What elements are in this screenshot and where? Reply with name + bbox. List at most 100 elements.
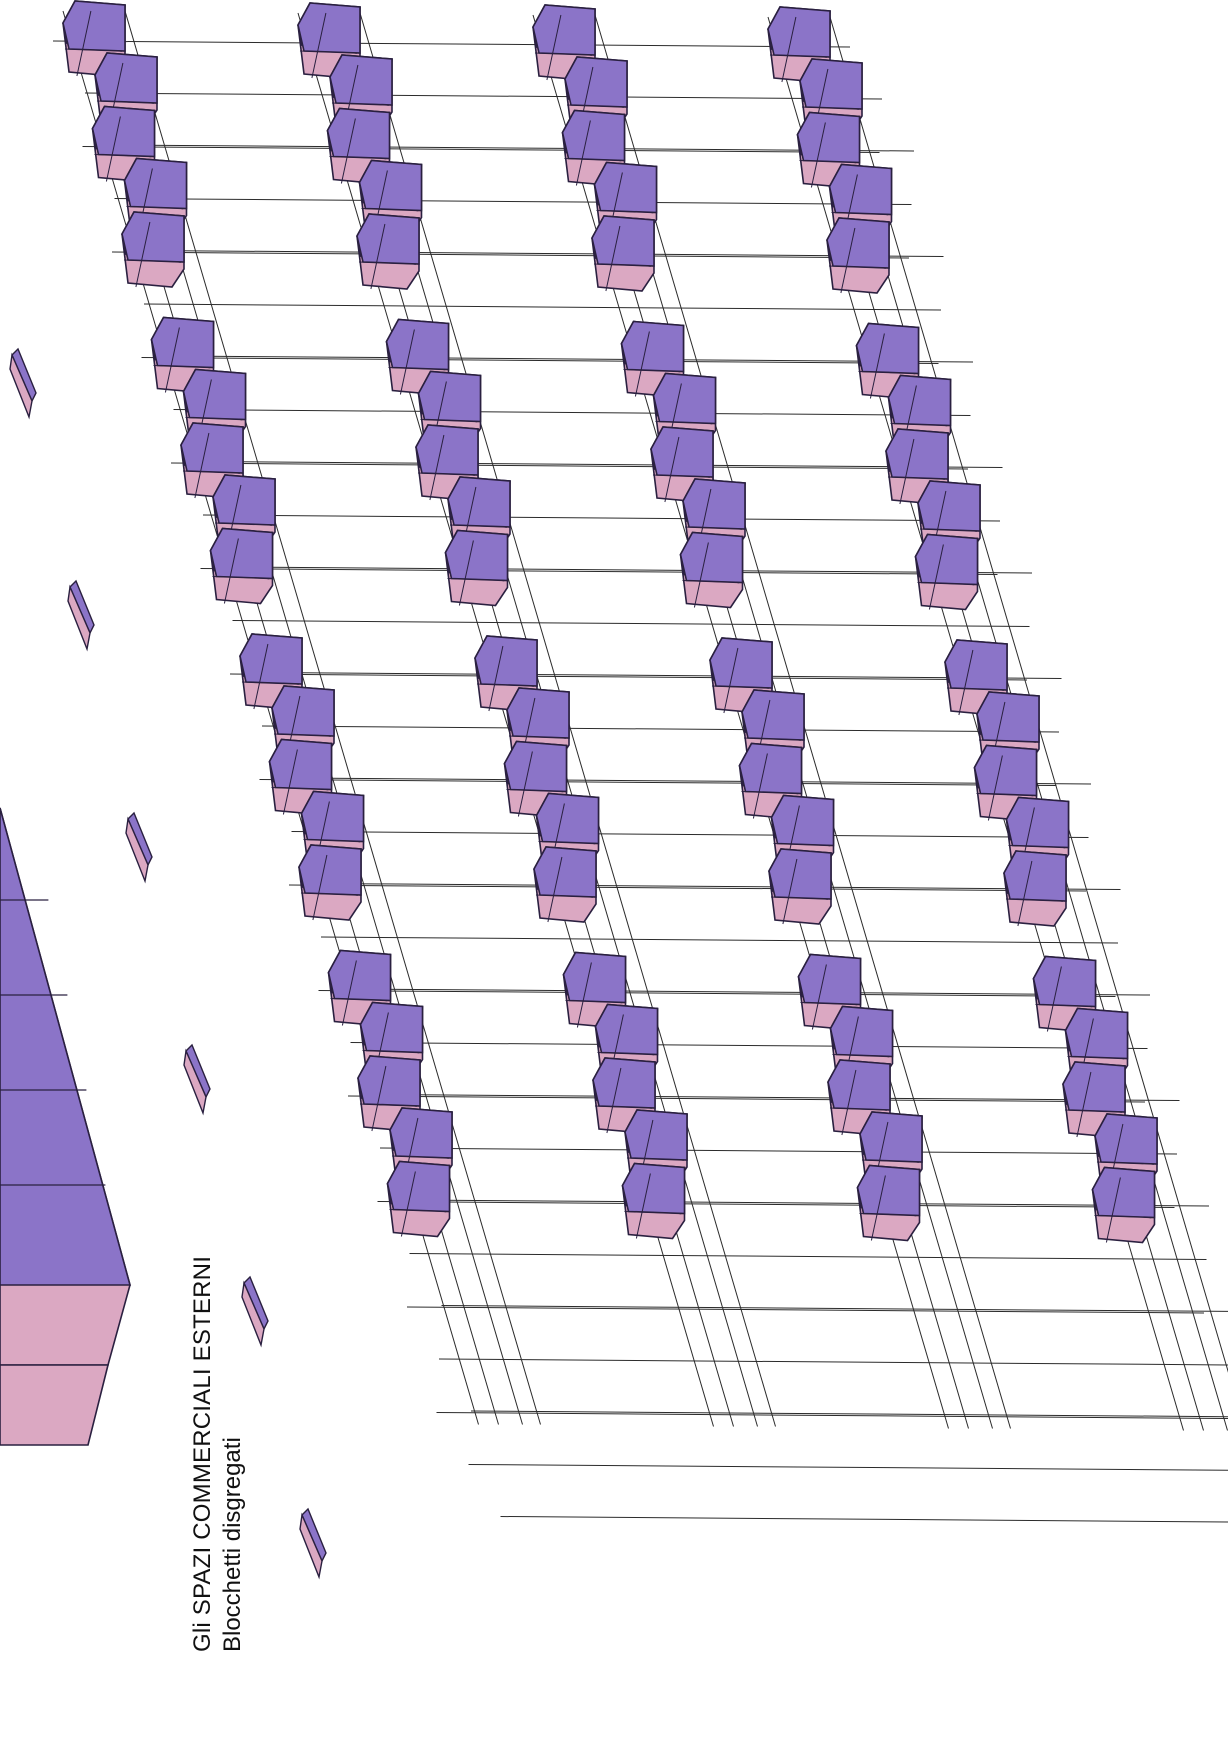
cube-upper-face <box>298 3 360 53</box>
cube-upper-face <box>889 376 951 426</box>
cube-upper-face <box>945 640 1007 690</box>
frame-rail <box>380 1148 1177 1154</box>
big-block-stack <box>0 808 130 1445</box>
frame-rail <box>439 1359 1228 1365</box>
isometric-cube-icon <box>623 1164 685 1239</box>
cube-upper-face <box>419 372 481 422</box>
cube-upper-face <box>1095 1114 1157 1164</box>
big-stack-icon <box>0 808 130 1445</box>
small-cube-icon <box>68 581 94 649</box>
small-cube-icon <box>10 349 36 417</box>
cube-upper-face <box>625 1110 687 1160</box>
cube-upper-face <box>361 1003 423 1053</box>
isometric-cube-icon <box>592 216 654 291</box>
cube-upper-face <box>1004 851 1066 901</box>
isometric-cube-icon <box>827 218 889 293</box>
small-cube-icon <box>126 813 152 881</box>
caption-subtitle: Blocchetti disgregati <box>218 1256 248 1652</box>
cube-upper-face <box>533 5 595 55</box>
cube-upper-face <box>977 692 1039 742</box>
cube-upper-face <box>830 165 892 215</box>
frame-rail <box>501 1517 1228 1523</box>
cube-upper-face <box>328 109 390 159</box>
cube-upper-face <box>302 792 364 842</box>
small-cube-icon <box>300 1509 326 1577</box>
cube-upper-face <box>623 1164 685 1214</box>
cube-upper-face <box>563 111 625 161</box>
cube-upper-face <box>475 636 537 686</box>
big-stack-base <box>0 1365 108 1445</box>
cube-upper-face <box>916 535 978 585</box>
cube-upper-face <box>184 370 246 420</box>
cube-upper-face <box>595 163 657 213</box>
cube-upper-face <box>357 214 419 264</box>
cube-upper-face <box>799 955 861 1005</box>
frame-rail <box>233 621 1030 627</box>
small-cube-icon <box>184 1045 210 1113</box>
cube-upper-face <box>592 216 654 266</box>
frame-rail <box>262 726 1059 732</box>
cube-upper-face <box>740 744 802 794</box>
cube-upper-face <box>827 218 889 268</box>
cube-upper-face <box>798 113 860 163</box>
cube-upper-face <box>388 1162 450 1212</box>
cube-upper-face <box>360 161 422 211</box>
isometric-cube-icon <box>1004 851 1066 926</box>
cube-upper-face <box>593 1058 655 1108</box>
cube-upper-face <box>93 107 155 157</box>
cube-upper-face <box>507 688 569 738</box>
cube-upper-face <box>181 423 243 473</box>
cube-upper-face <box>330 55 392 105</box>
cube-upper-face <box>211 529 273 579</box>
cube-upper-face <box>270 740 332 790</box>
cube-upper-face <box>564 953 626 1003</box>
cube-upper-face <box>1066 1009 1128 1059</box>
cube-upper-face <box>125 159 187 209</box>
isometric-cube-icon <box>769 849 831 924</box>
cube-upper-face <box>1093 1168 1155 1218</box>
frame-rail <box>115 199 912 205</box>
frame-rail <box>469 1465 1228 1471</box>
cube-upper-face <box>622 322 684 372</box>
cube-upper-face <box>358 1056 420 1106</box>
cube-upper-face <box>299 845 361 895</box>
isometric-cube-icon <box>211 529 273 604</box>
isometric-cube-icon <box>1093 1168 1155 1243</box>
frame-rail <box>321 937 1118 943</box>
caption: Gli SPAZI COMMERCIALI ESTERNI Blocchetti… <box>188 1256 248 1652</box>
cube-upper-face <box>918 481 980 531</box>
cube-upper-face <box>975 746 1037 796</box>
isometric-cube-icon <box>916 535 978 610</box>
cube-upper-face <box>387 320 449 370</box>
frame-rail <box>53 41 850 47</box>
cube-upper-face <box>769 849 831 899</box>
cube-upper-face <box>152 318 214 368</box>
cube-upper-face <box>651 427 713 477</box>
cube-upper-face <box>446 531 508 581</box>
isometric-cube-icon <box>446 531 508 606</box>
cube-upper-face <box>800 59 862 109</box>
caption-title: Gli SPAZI COMMERCIALI ESTERNI <box>188 1256 218 1652</box>
cube-upper-face <box>710 638 772 688</box>
frame-rail <box>203 515 1000 521</box>
cube-upper-face <box>565 57 627 107</box>
isometric-cube-icon <box>858 1166 920 1241</box>
cube-upper-face <box>654 374 716 424</box>
cube-upper-face <box>831 1007 893 1057</box>
cube-upper-face <box>213 475 275 525</box>
cube-upper-face <box>596 1005 658 1055</box>
cube-upper-face <box>416 425 478 475</box>
cube-upper-face <box>95 53 157 103</box>
cube-upper-face <box>683 479 745 529</box>
cube-upper-face <box>272 686 334 736</box>
isometric-cube-icon <box>534 847 596 922</box>
isometric-cube-icon <box>357 214 419 289</box>
frame-rail <box>85 93 882 99</box>
frame-rail <box>292 832 1089 838</box>
frame-rail <box>410 1254 1207 1260</box>
frame-rail <box>351 1043 1148 1049</box>
cube-upper-face <box>537 794 599 844</box>
isometric-cube-icon <box>681 533 743 608</box>
